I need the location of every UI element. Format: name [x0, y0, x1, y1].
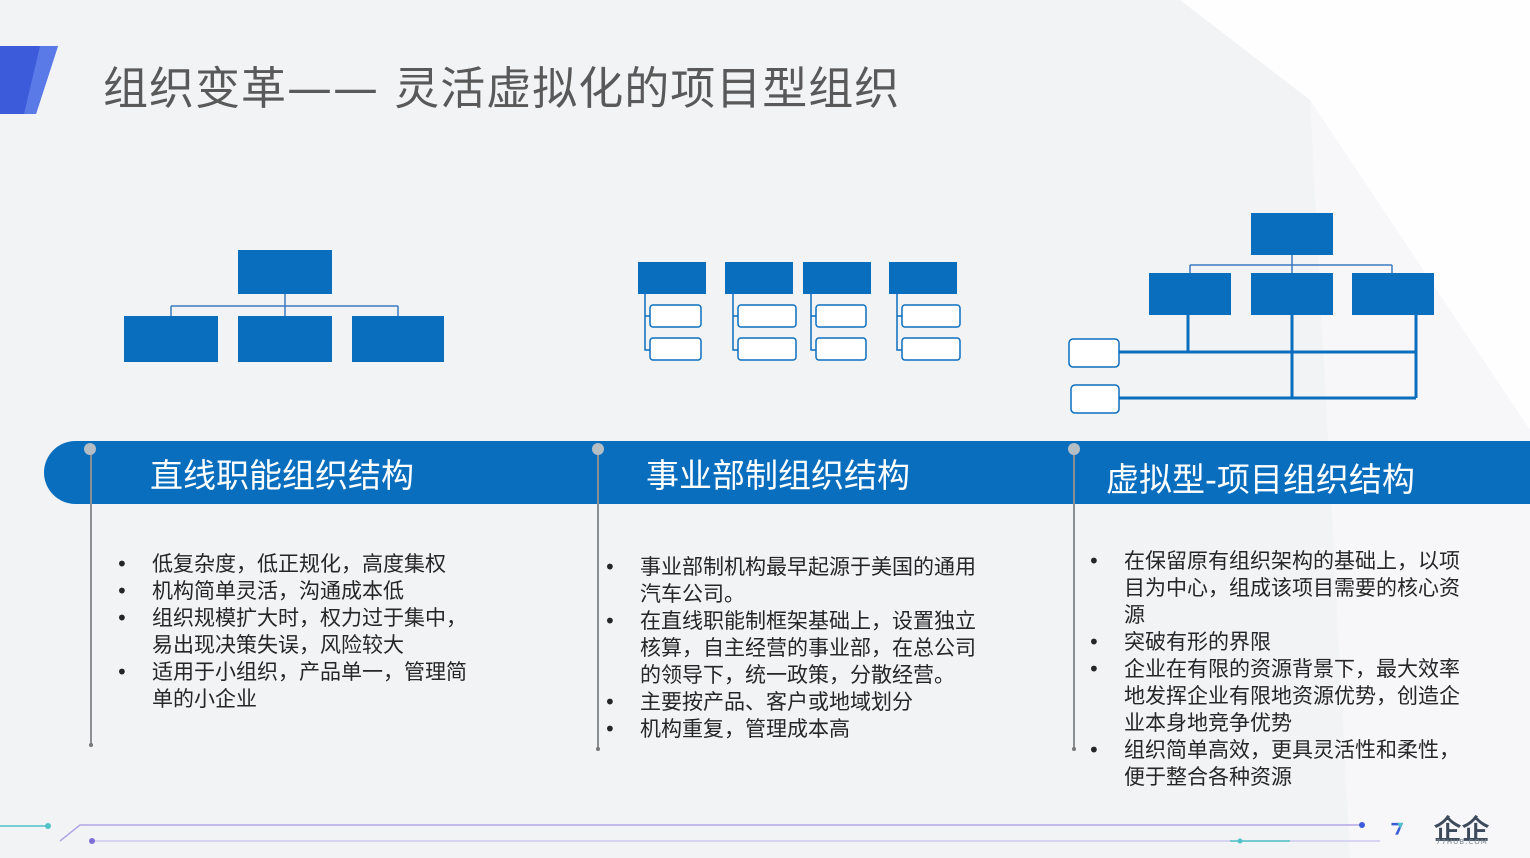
column-3-pin	[1068, 443, 1080, 455]
list-item: 低复杂度，低正规化，高度集权	[116, 551, 532, 578]
brand-logo-subtext: 77HUB.COM	[1436, 838, 1488, 846]
column-2-pin	[592, 443, 604, 455]
column-1-pin-end	[89, 743, 93, 747]
column-3-pin-end	[1072, 747, 1076, 751]
virtual-project-chart	[1068, 213, 1434, 414]
list-item: 组织规模扩大时，权力过于集中， 易出现决策失误，风险较大	[116, 605, 532, 659]
seven-logo-icon	[1391, 822, 1404, 835]
list-item: 适用于小组织，产品单一，管理简 单的小企业	[116, 659, 532, 713]
column-3-divider	[1073, 450, 1075, 750]
column-1-pin	[84, 443, 96, 455]
divisional-chart	[638, 262, 961, 361]
column-3-bullets: 在保留原有组织架构的基础上，以项 目为中心，组成该项目需要的核心资 源 突破有形…	[1088, 548, 1504, 791]
page-title: 组织变革—— 灵活虚拟化的项目型组织	[103, 62, 901, 115]
org-charts	[124, 213, 1434, 414]
structure-header-band	[44, 441, 1530, 504]
column-1-bullets: 低复杂度，低正规化，高度集权 机构简单灵活，沟通成本低 组织规模扩大时，权力过于…	[116, 551, 532, 713]
column-2-bullets: 事业部制机构最早起源于美国的通用 汽车公司。 在直线职能制框架基础上，设置独立 …	[604, 554, 1040, 743]
list-item: 在保留原有组织架构的基础上，以项 目为中心，组成该项目需要的核心资 源	[1088, 548, 1504, 629]
list-item: 事业部制机构最早起源于美国的通用 汽车公司。	[604, 554, 1040, 608]
list-item: 突破有形的界限	[1088, 629, 1504, 656]
line-functional-chart	[124, 250, 444, 362]
list-item: 企业在有限的资源背景下，最大效率 地发挥企业有限地资源优势，创造企 业本身地竞争…	[1088, 656, 1504, 737]
column-2-divider	[597, 450, 599, 750]
column-1-divider	[90, 450, 92, 746]
column-2-pin-end	[596, 747, 600, 751]
list-item: 主要按产品、客户或地域划分	[604, 689, 1040, 716]
column-3-title: 虚拟型-项目组织结构	[1106, 460, 1415, 499]
column-2-title: 事业部制组织结构	[646, 456, 910, 495]
list-item: 机构简单灵活，沟通成本低	[116, 578, 532, 605]
list-item: 机构重复，管理成本高	[604, 716, 1040, 743]
list-item: 在直线职能制框架基础上，设置独立 核算，自主经营的事业部，在总公司 的领导下，统…	[604, 608, 1040, 689]
accent-tab-icon	[0, 46, 58, 114]
list-item: 组织简单高效，更具灵活性和柔性， 便于整合各种资源	[1088, 737, 1504, 791]
brand-logo-text: 企企	[1434, 815, 1490, 846]
column-1-title: 直线职能组织结构	[150, 456, 414, 495]
